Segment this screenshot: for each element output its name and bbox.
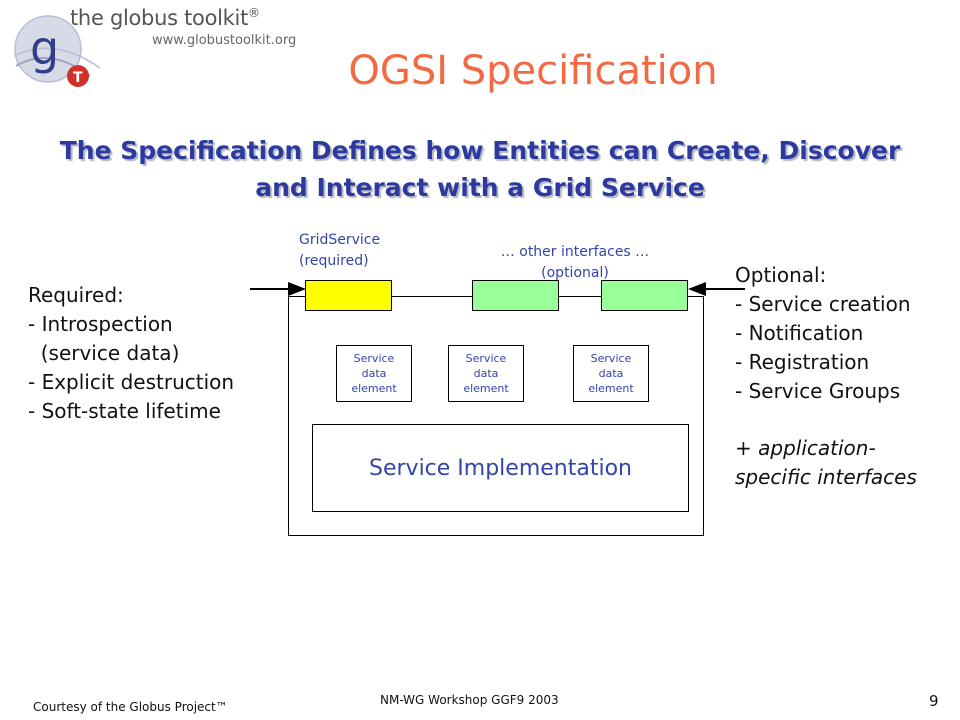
optional-item: - Service Groups (735, 379, 901, 403)
required-item: - Explicit destruction (28, 370, 235, 394)
application-note-line-1: + application- (735, 436, 876, 460)
application-specific-note: + application- specific interfaces (735, 434, 917, 492)
optional-list: Optional: - Service creation - Notificat… (735, 261, 911, 406)
other-interfaces-label-line-2: (optional) (541, 265, 609, 281)
application-note-line-2: specific interfaces (735, 465, 917, 489)
required-arrowhead-icon (288, 282, 306, 296)
required-item: - Soft-state lifetime (28, 399, 221, 423)
logo-badge-letter: T (73, 70, 83, 86)
service-implementation-label: Service Implementation (369, 455, 632, 481)
logo-url: www.globustoolkit.org (152, 33, 297, 48)
optional-interface-1 (472, 280, 559, 311)
footer-courtesy: Courtesy of the Globus Project™ (33, 700, 228, 714)
other-interfaces-label-line-1: … other interfaces … (500, 244, 650, 260)
optional-interface-2 (601, 280, 688, 311)
gridservice-label: GridService (required) (299, 230, 380, 272)
globus-logo: g T (13, 15, 101, 87)
optional-item: - Notification (735, 321, 864, 345)
subtitle-line-1: The Specification Defines how Entities c… (59, 136, 901, 165)
optional-arrow-line (705, 288, 745, 290)
gridservice-label-line-2: (required) (299, 253, 369, 269)
required-item: - Introspection (28, 312, 173, 336)
footer-workshop: NM-WG Workshop GGF9 2003 (380, 693, 559, 707)
optional-arrowhead-icon (688, 282, 706, 296)
slide-subtitle: The Specification Defines how Entities c… (10, 132, 950, 206)
required-list: Required: - Introspection (service data)… (28, 281, 234, 426)
optional-item: - Registration (735, 350, 870, 374)
slide-title: OGSI Specification (348, 48, 718, 94)
service-implementation-box: Service Implementation (312, 424, 689, 512)
gridservice-interface (305, 280, 392, 311)
gridservice-label-line-1: GridService (299, 232, 381, 248)
required-arrow-line (250, 288, 295, 290)
subtitle-line-2: and Interact with a Grid Service (255, 173, 705, 202)
optional-heading: Optional: (735, 263, 827, 287)
other-interfaces-label: … other interfaces … (optional) (470, 242, 680, 284)
required-item: (service data) (28, 341, 180, 365)
optional-item: - Service creation (735, 292, 911, 316)
logo-letter: g (30, 21, 59, 75)
required-heading: Required: (28, 283, 124, 307)
page-number: 9 (929, 692, 939, 710)
logo-name: the globus toolkit® (70, 6, 260, 30)
